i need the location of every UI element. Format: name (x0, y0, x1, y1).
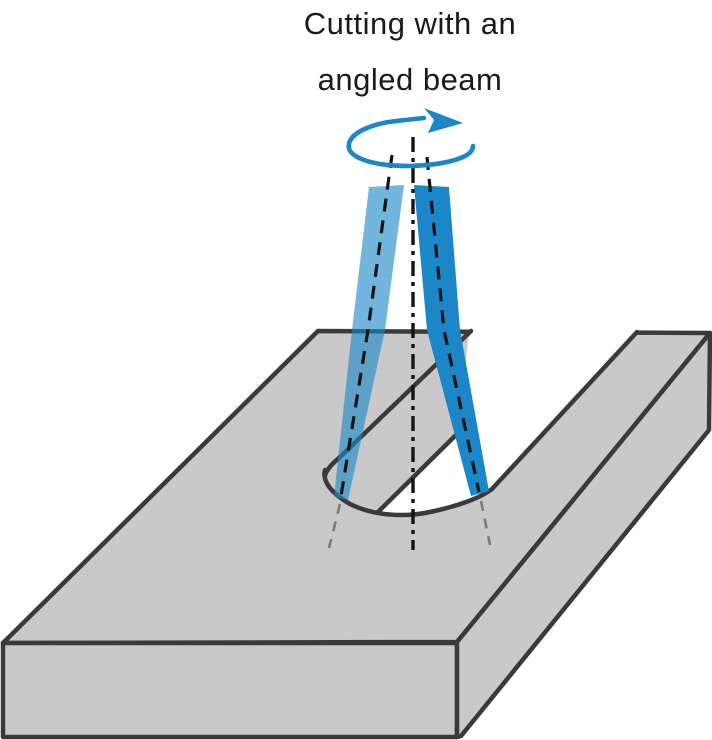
right-angled-beam (414, 185, 489, 496)
left-beam-extension-dashed-line (327, 503, 342, 549)
figure-title-line2: angled beam (317, 62, 503, 97)
rotation-arrow-head-icon (424, 108, 463, 133)
slab-front-face (0, 640, 460, 740)
right-beam-extension-dashed-line (479, 500, 492, 546)
figure-title-line1: Cutting with an (303, 6, 517, 41)
slot-near-edge (489, 329, 640, 492)
rotation-arrow-arc (346, 115, 476, 169)
slab-right-face (454, 330, 712, 740)
left-angled-beam (334, 185, 404, 500)
left-beam-centerline (339, 154, 394, 497)
slot-opening (378, 323, 639, 515)
figure-title: Cutting with an angled beam (200, 0, 620, 108)
entry-hole-rim (322, 467, 495, 518)
slot-bottom-edge (375, 430, 461, 515)
